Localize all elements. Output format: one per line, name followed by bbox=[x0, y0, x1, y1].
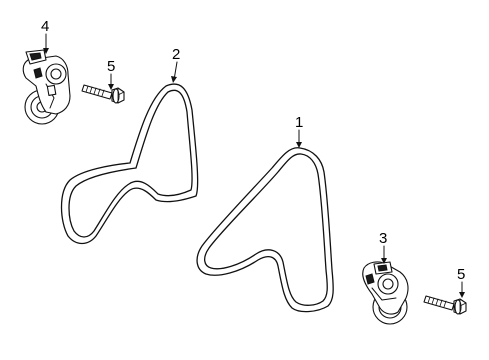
bolt-right bbox=[423, 295, 467, 315]
belt-front bbox=[196, 147, 334, 313]
callout-3: 3 bbox=[379, 230, 387, 247]
belt-rear bbox=[60, 83, 199, 245]
callout-2: 2 bbox=[172, 46, 180, 63]
tensioner-right bbox=[362, 261, 409, 325]
leader-lines bbox=[43, 33, 465, 298]
callout-4: 4 bbox=[41, 18, 49, 35]
callout-5-left: 5 bbox=[107, 58, 115, 75]
callout-1: 1 bbox=[295, 114, 303, 131]
callout-5-right: 5 bbox=[457, 266, 465, 283]
tensioner-left bbox=[22, 49, 71, 125]
bolt-left bbox=[81, 84, 125, 104]
